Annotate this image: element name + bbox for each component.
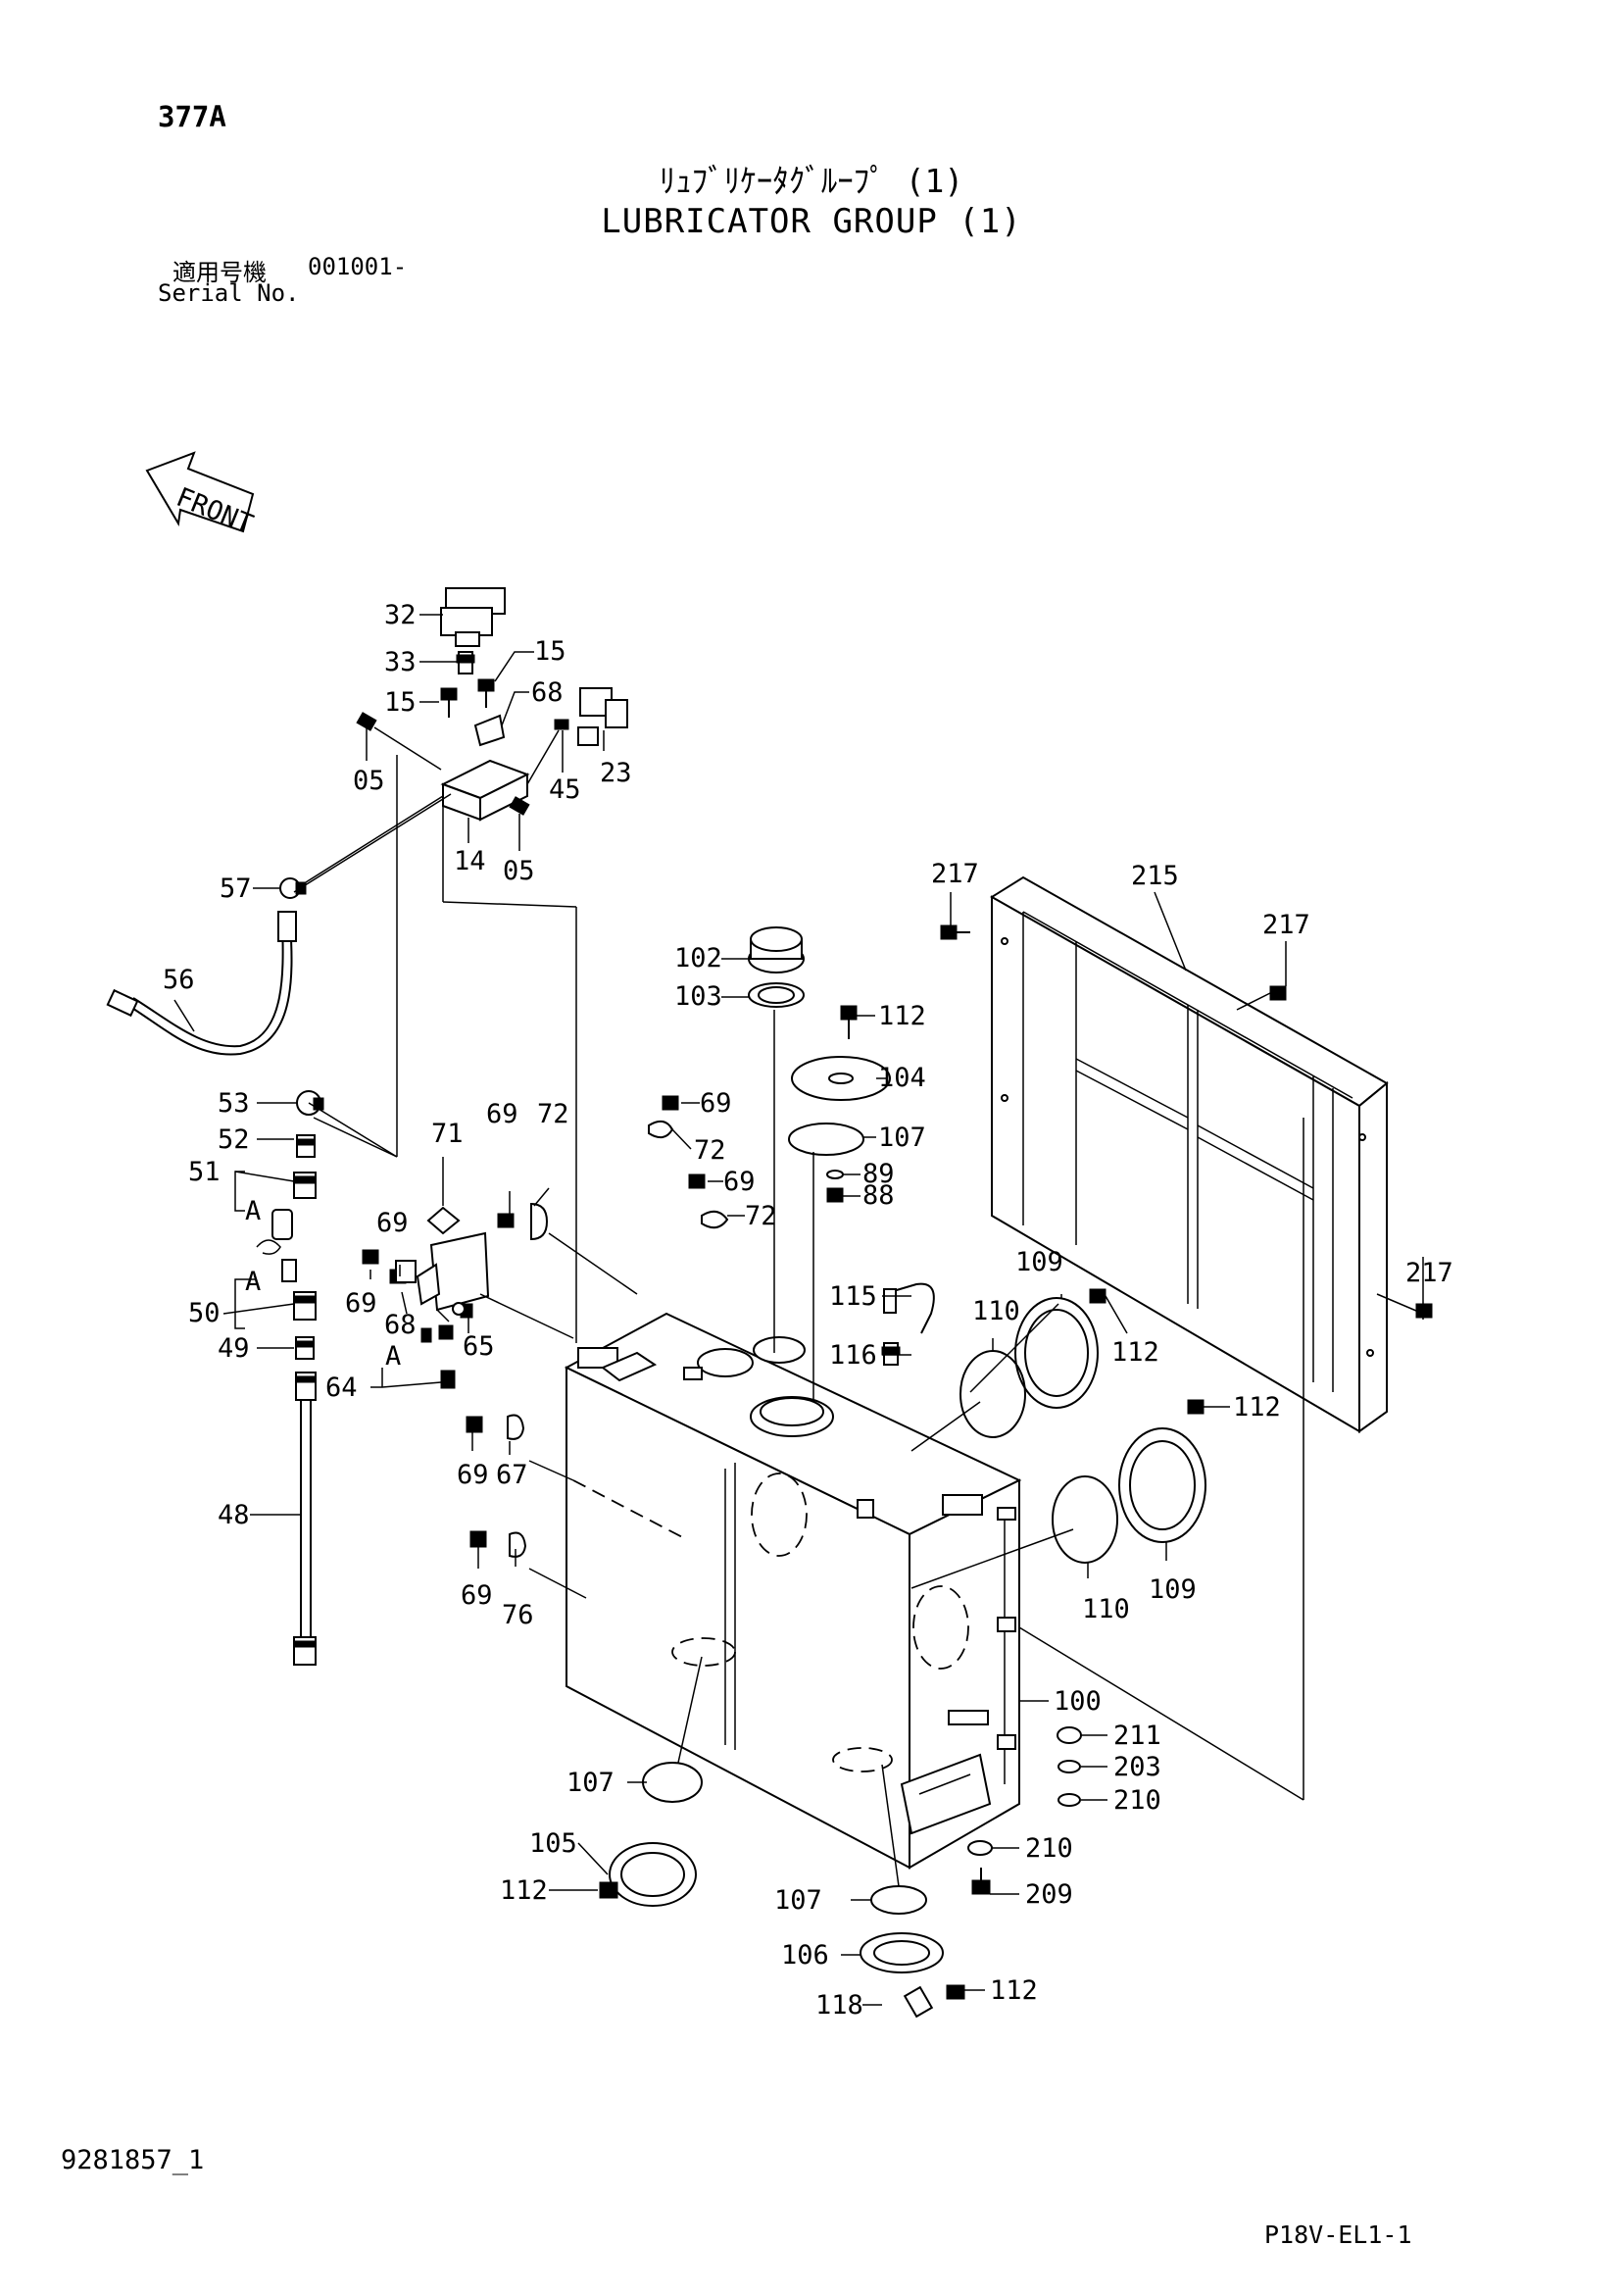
callout-15: 15: [384, 687, 417, 718]
callout-110: 110: [972, 1296, 1020, 1326]
serial-number: 001001-: [308, 253, 408, 280]
callout-217: 217: [1405, 1258, 1453, 1288]
callout-48: 48: [218, 1500, 250, 1530]
callout-64: 64: [325, 1373, 358, 1403]
callout-89: 89: [862, 1159, 895, 1189]
callout-88: 88: [862, 1180, 895, 1211]
callout-103: 103: [674, 981, 722, 1012]
callout-labels: 32 33 15 15 68 23 45 05 05 14 57 56 217 …: [163, 600, 1453, 2021]
callout-leaders: [173, 614, 1424, 2006]
callout-69: 69: [461, 1580, 493, 1611]
title-japanese: ﾘｭﾌﾞﾘｹｰﾀｸﾞﾙｰﾌﾟ (1): [659, 162, 964, 200]
callout-116: 116: [829, 1340, 877, 1371]
filler-parts: [748, 926, 891, 1402]
callout-217: 217: [931, 859, 979, 889]
callout-105: 105: [529, 1828, 577, 1859]
inspection-covers: [910, 1288, 1206, 1589]
bottom-parts: [599, 1118, 1304, 2019]
page-code: 377A: [158, 100, 226, 133]
callout-15: 15: [534, 636, 566, 667]
callout-112: 112: [990, 1975, 1038, 2006]
tank-100: [564, 1282, 1022, 1870]
callout-05: 05: [353, 766, 385, 796]
callout-102: 102: [674, 943, 722, 973]
callout-211: 211: [1113, 1721, 1161, 1751]
callout-109: 109: [1015, 1247, 1063, 1277]
callout-50: 50: [188, 1298, 221, 1328]
callout-217: 217: [1262, 910, 1310, 940]
callout-05: 05: [503, 856, 535, 886]
callout-72: 72: [537, 1099, 569, 1129]
callout-A: A: [245, 1267, 261, 1297]
callout-107: 107: [566, 1768, 615, 1798]
callout-100: 100: [1054, 1686, 1102, 1717]
bracket-group: [362, 1095, 729, 1339]
callout-68: 68: [531, 677, 564, 708]
callout-112: 112: [1111, 1337, 1159, 1368]
callout-118: 118: [815, 1990, 863, 2021]
callout-109: 109: [1149, 1574, 1197, 1605]
callout-107: 107: [774, 1885, 822, 1916]
callout-210: 210: [1113, 1785, 1161, 1816]
callout-51: 51: [188, 1157, 221, 1187]
callout-A: A: [385, 1341, 401, 1372]
callout-67: 67: [496, 1460, 528, 1490]
callout-72: 72: [694, 1135, 726, 1166]
tank-side-clips: [308, 1102, 687, 1599]
callout-14: 14: [454, 846, 486, 876]
title-english: LUBRICATOR GROUP (1): [601, 202, 1022, 241]
callout-52: 52: [218, 1124, 250, 1155]
callout-69: 69: [345, 1288, 377, 1319]
callout-115: 115: [829, 1281, 877, 1312]
callout-69: 69: [486, 1099, 518, 1129]
callout-72: 72: [745, 1201, 777, 1231]
callout-33: 33: [384, 647, 417, 677]
left-fitting-stack: [256, 1090, 456, 1666]
callout-69: 69: [723, 1167, 756, 1197]
callout-53: 53: [218, 1088, 250, 1119]
callout-65: 65: [463, 1331, 495, 1362]
document-number: 9281857_1: [61, 2145, 205, 2175]
callout-23: 23: [600, 758, 632, 788]
callout-68: 68: [384, 1310, 417, 1340]
callout-112: 112: [1233, 1392, 1281, 1423]
callout-A: A: [245, 1196, 261, 1226]
callout-210: 210: [1025, 1833, 1073, 1864]
callout-45: 45: [549, 774, 581, 805]
hose-56: [106, 911, 297, 1056]
callout-69: 69: [457, 1460, 489, 1490]
callout-106: 106: [781, 1940, 829, 1971]
callout-209: 209: [1025, 1879, 1073, 1910]
callout-112: 112: [878, 1001, 926, 1031]
front-arrow-icon: FRONT: [145, 451, 257, 540]
callout-215: 215: [1131, 861, 1179, 891]
callout-112: 112: [500, 1875, 548, 1906]
callout-203: 203: [1113, 1752, 1161, 1782]
callout-110: 110: [1082, 1594, 1130, 1624]
callout-49: 49: [218, 1333, 250, 1364]
valve-block-assembly: [279, 587, 628, 899]
serial-label-japanese: 適用号機: [172, 259, 267, 286]
serial-label-english: Serial No.: [158, 279, 300, 307]
callout-69: 69: [700, 1088, 732, 1119]
callout-107: 107: [878, 1123, 926, 1153]
callout-76: 76: [502, 1600, 534, 1630]
page-reference: P18V-EL1-1: [1264, 2221, 1412, 2249]
callout-57: 57: [220, 873, 252, 904]
callout-32: 32: [384, 600, 417, 630]
callout-71: 71: [431, 1119, 464, 1149]
callout-104: 104: [878, 1063, 926, 1093]
callout-56: 56: [163, 965, 195, 995]
callout-69: 69: [376, 1208, 409, 1238]
frame-215: [940, 875, 1433, 1433]
